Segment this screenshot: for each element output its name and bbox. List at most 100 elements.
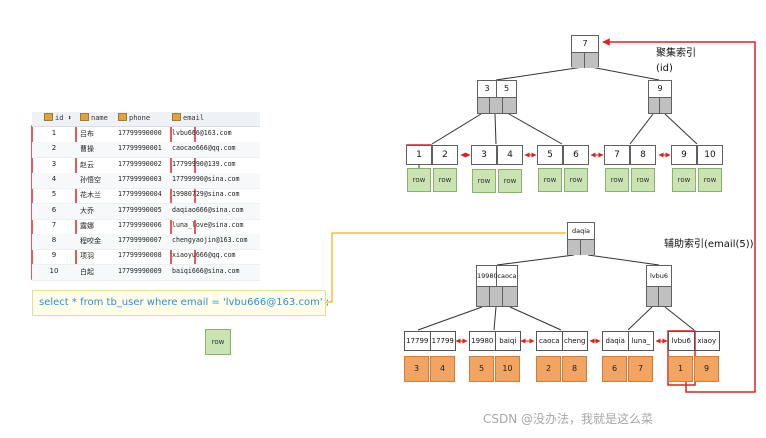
secondary-leaf-id: 7 — [628, 356, 653, 382]
secondary-leaf-key: 17799 — [405, 332, 431, 350]
clustered-leaf-key: 6 — [563, 145, 589, 165]
table-header: id ⬍ name phone email — [32, 112, 260, 127]
column-key-icon — [44, 113, 53, 121]
cell-email: xiaoyu666@qq.com — [172, 251, 236, 260]
secondary-leaf-id: 6 — [602, 356, 627, 382]
cell-phone: 17799990007 — [118, 236, 162, 245]
pointer — [660, 97, 671, 113]
cell-id: 1 — [51, 129, 57, 137]
cell-email: 17799990@sina.com — [172, 174, 240, 183]
secondary-index-title: 辅助索引(email(5)) — [664, 239, 754, 250]
secondary-leaf-key: cheng — [564, 337, 586, 345]
pointer — [647, 286, 659, 306]
cell-name: 大乔 — [80, 206, 94, 215]
secondary-leaf-id: 2 — [536, 356, 561, 382]
clustered-leaf-key: 9 — [671, 145, 697, 165]
cell-phone: 17799990003 — [118, 174, 162, 183]
cell-id: 5 — [51, 190, 57, 199]
table-row[interactable]: 7 露娜 17799990006 luna_love@sina.com — [32, 219, 260, 235]
cell-name: 露娜 — [80, 221, 94, 230]
sql-statement-box: select * from tb_user where email = 'lvb… — [32, 290, 329, 316]
cell-email: lvbu666@163.com — [172, 129, 232, 137]
clustered-leaf-key: 8 — [630, 145, 656, 165]
secondary-leaf-key: 19980 — [470, 332, 496, 350]
secondary-leaf-key: daqia — [603, 332, 629, 350]
cell-name: 花木兰 — [80, 191, 101, 200]
pointer — [572, 52, 585, 68]
cell-phone: 17799990006 — [118, 220, 162, 229]
pointer — [477, 286, 490, 306]
cell-name: 程咬金 — [80, 237, 101, 246]
secondary-leaf-id: 10 — [495, 356, 520, 382]
lookup-back-arrow — [602, 38, 756, 393]
cell-id: 6 — [51, 205, 57, 214]
clustered-leaf-key: 5 — [537, 145, 563, 165]
pointer — [478, 97, 490, 113]
pointer — [659, 286, 671, 306]
clustered-leaf-key: 3 — [471, 145, 497, 165]
clustered-tree-lines — [418, 66, 698, 168]
header-email[interactable]: email — [172, 113, 204, 122]
cell-id: 7 — [51, 220, 57, 229]
cell-id: 9 — [51, 251, 57, 260]
clustered-row-cell: row — [433, 168, 457, 192]
pointer — [490, 286, 503, 306]
cell-phone: 17799990009 — [118, 266, 162, 275]
cell-email: 19980729@sina.com — [172, 190, 240, 199]
key: 19980 — [477, 266, 498, 286]
secondary-leaf-id: 5 — [469, 356, 494, 382]
header-phone[interactable]: phone — [118, 113, 150, 122]
clustered-row-cell: row — [472, 169, 496, 193]
sql-to-root-connector — [324, 232, 566, 303]
secondary-leaf-id: 9 — [694, 356, 719, 382]
cell-name: 项羽 — [80, 252, 94, 261]
cell-id: 4 — [51, 174, 57, 183]
cell-email: luna_love@sina.com — [172, 220, 244, 229]
key: 3 — [478, 81, 497, 97]
clustered-leaf-key: 2 — [432, 145, 458, 165]
cell-phone: 17799990004 — [118, 190, 162, 199]
header-id[interactable]: id ⬍ — [44, 113, 72, 122]
cell-phone: 17799990005 — [118, 205, 162, 214]
cell-phone: 17799990008 — [118, 251, 162, 260]
clustered-leaf-key: 1 — [406, 145, 432, 165]
cell-email: 17799990@139.com — [172, 159, 236, 168]
secondary-root-key: daqia — [571, 227, 591, 235]
clustered-root-node: 7 — [571, 35, 599, 68]
secondary-leaf-key: luna_ — [631, 337, 651, 345]
secondary-leaf-id: 4 — [430, 356, 455, 382]
table-row[interactable]: 9 项羽 17799990008 xiaoyu666@qq.com — [32, 249, 260, 266]
pointer — [503, 286, 517, 306]
column-icon — [118, 113, 127, 121]
cell-id: 8 — [51, 236, 57, 245]
clustered-level1-node-right: 9 — [648, 80, 672, 114]
cell-email: caocao666@qq.com — [172, 144, 236, 153]
cell-id: 2 — [51, 144, 57, 153]
clustered-leaf-key: 7 — [604, 145, 630, 165]
secondary-leaf-key: 17799 — [431, 337, 454, 345]
pointer — [490, 97, 503, 113]
secondary-leaf-key: xiaoy — [697, 337, 717, 345]
clustered-row-cell: row — [631, 168, 655, 192]
clustered-index-subtitle: (id) — [656, 63, 673, 74]
pointer — [568, 239, 581, 255]
header-name[interactable]: name — [80, 113, 108, 122]
pointer — [585, 52, 598, 68]
secondary-leaf-key: lvbu6 — [669, 332, 695, 350]
key: lvbu6 — [649, 272, 669, 280]
watermark: CSDN @没办法，我就是这么菜 — [483, 412, 654, 426]
secondary-level1-node-right: lvbu6 — [646, 265, 672, 307]
clustered-row-cell: row — [605, 168, 629, 192]
clustered-leaf-key: 10 — [697, 145, 723, 165]
clustered-row-cell: row — [564, 168, 588, 192]
cell-name: 曹操 — [80, 145, 94, 154]
table-row[interactable]: 5 花木兰 17799990004 19980729@sina.com — [32, 188, 260, 205]
secondary-leaf-id: 8 — [562, 356, 587, 382]
